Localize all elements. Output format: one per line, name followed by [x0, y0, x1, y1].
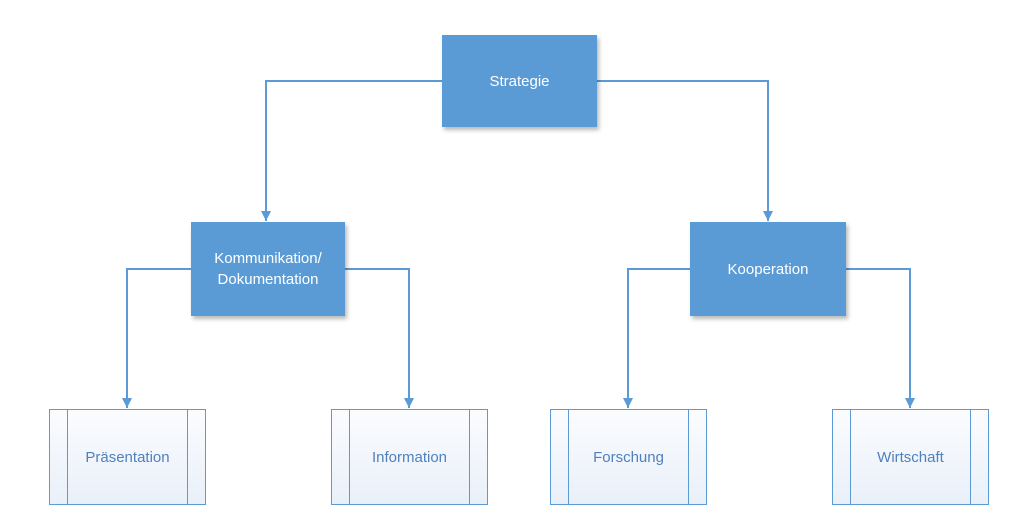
process-bar-right — [688, 410, 689, 504]
node-forschung: Forschung — [550, 409, 707, 505]
connector-kooperation-to-wirtschaft — [846, 268, 915, 408]
process-bar-left — [67, 410, 68, 504]
process-bar-right — [469, 410, 470, 504]
node-forschung-label: Forschung — [593, 448, 664, 466]
node-wirtschaft: Wirtschaft — [832, 409, 989, 505]
node-information: Information — [331, 409, 488, 505]
connector-kommunikation-to-information — [345, 268, 414, 408]
node-kooperation-label: Kooperation — [727, 260, 809, 278]
connector-strategie-to-kooperation — [597, 80, 773, 221]
process-bar-left — [349, 410, 350, 504]
node-kommunikation-dokumentation-label: Kommunikation/ Dokumentation — [214, 250, 322, 288]
node-praesentation-label: Präsentation — [85, 448, 170, 466]
connector-kommunikation-to-praesentation — [122, 268, 191, 408]
process-bar-left — [568, 410, 569, 504]
node-strategie: Strategie — [442, 35, 597, 127]
process-bar-left — [850, 410, 851, 504]
node-kooperation: Kooperation — [690, 222, 846, 316]
connector-strategie-to-kommunikation — [261, 80, 442, 221]
process-bar-right — [970, 410, 971, 504]
node-information-label: Information — [371, 448, 448, 466]
node-praesentation: Präsentation — [49, 409, 206, 505]
connector-kooperation-to-forschung — [623, 268, 690, 408]
node-strategie-label: Strategie — [489, 72, 550, 90]
process-bar-right — [187, 410, 188, 504]
node-kommunikation-dokumentation: Kommunikation/ Dokumentation — [191, 222, 345, 316]
node-wirtschaft-label: Wirtschaft — [877, 448, 944, 466]
